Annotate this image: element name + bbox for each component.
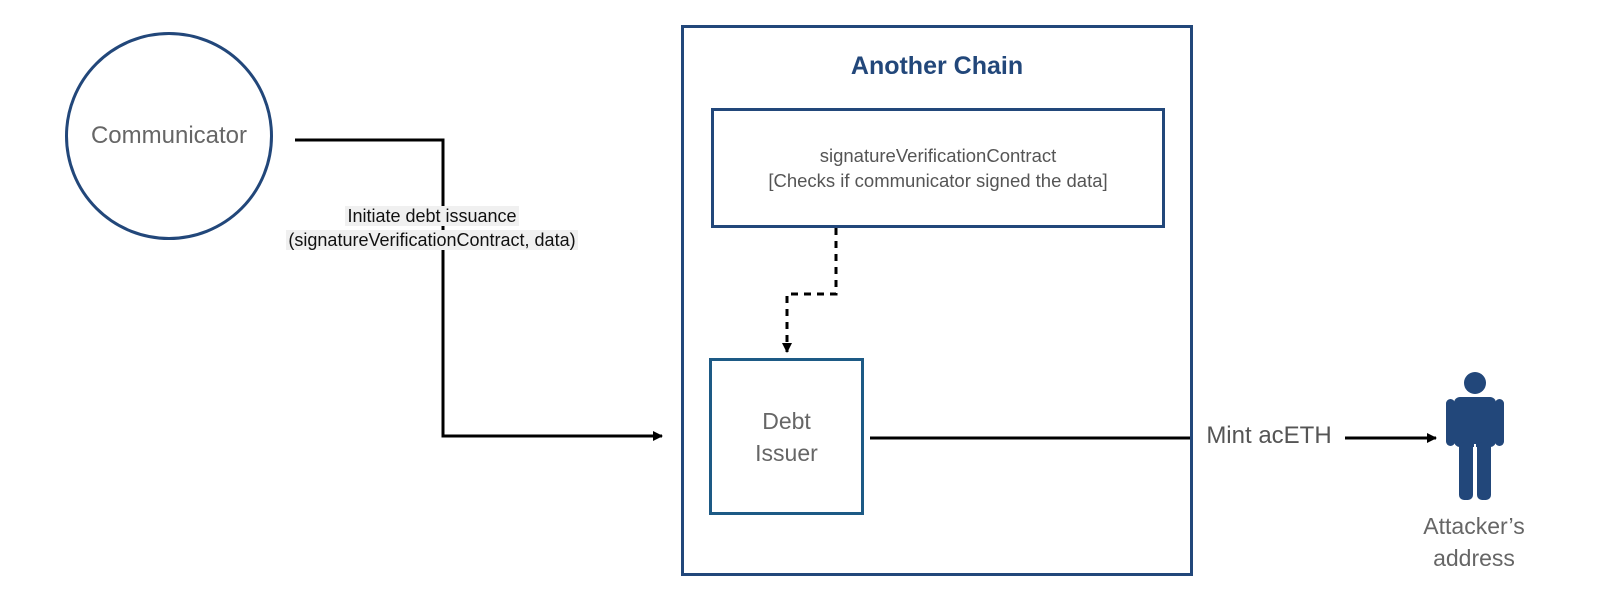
debt-issuer-node: Debt Issuer [709, 358, 864, 515]
communicator-label: Communicator [90, 122, 248, 149]
initiate-connector [295, 138, 663, 441]
signature-contract-description: [Checks if communicator signed the data] [768, 170, 1108, 191]
mint-label: Mint acETH [1195, 422, 1343, 450]
attacker-label-line1: Attacker’s [1423, 513, 1525, 539]
debt-issuer-label-line2: Issuer [755, 439, 818, 466]
chain-title: Another Chain [850, 52, 1024, 80]
another-chain-container [681, 25, 1193, 576]
communicator-node: Communicator [65, 32, 273, 240]
initiate-label-line1: Initiate debt issuance [345, 206, 519, 226]
debt-issuer-label-line1: Debt [762, 407, 811, 434]
verification-connector [782, 228, 838, 353]
initiate-label-line2: (signatureVerificationContract, data) [286, 230, 578, 250]
initiate-label: Initiate debt issuance (signatureVerific… [262, 204, 602, 252]
signature-verification-node: signatureVerificationContract [Checks if… [711, 108, 1165, 228]
attacker-label-line2: address [1433, 545, 1515, 571]
person-icon [1446, 372, 1504, 500]
attacker-label: Attacker’s address [1394, 510, 1554, 574]
signature-contract-name: signatureVerificationContract [819, 145, 1057, 166]
